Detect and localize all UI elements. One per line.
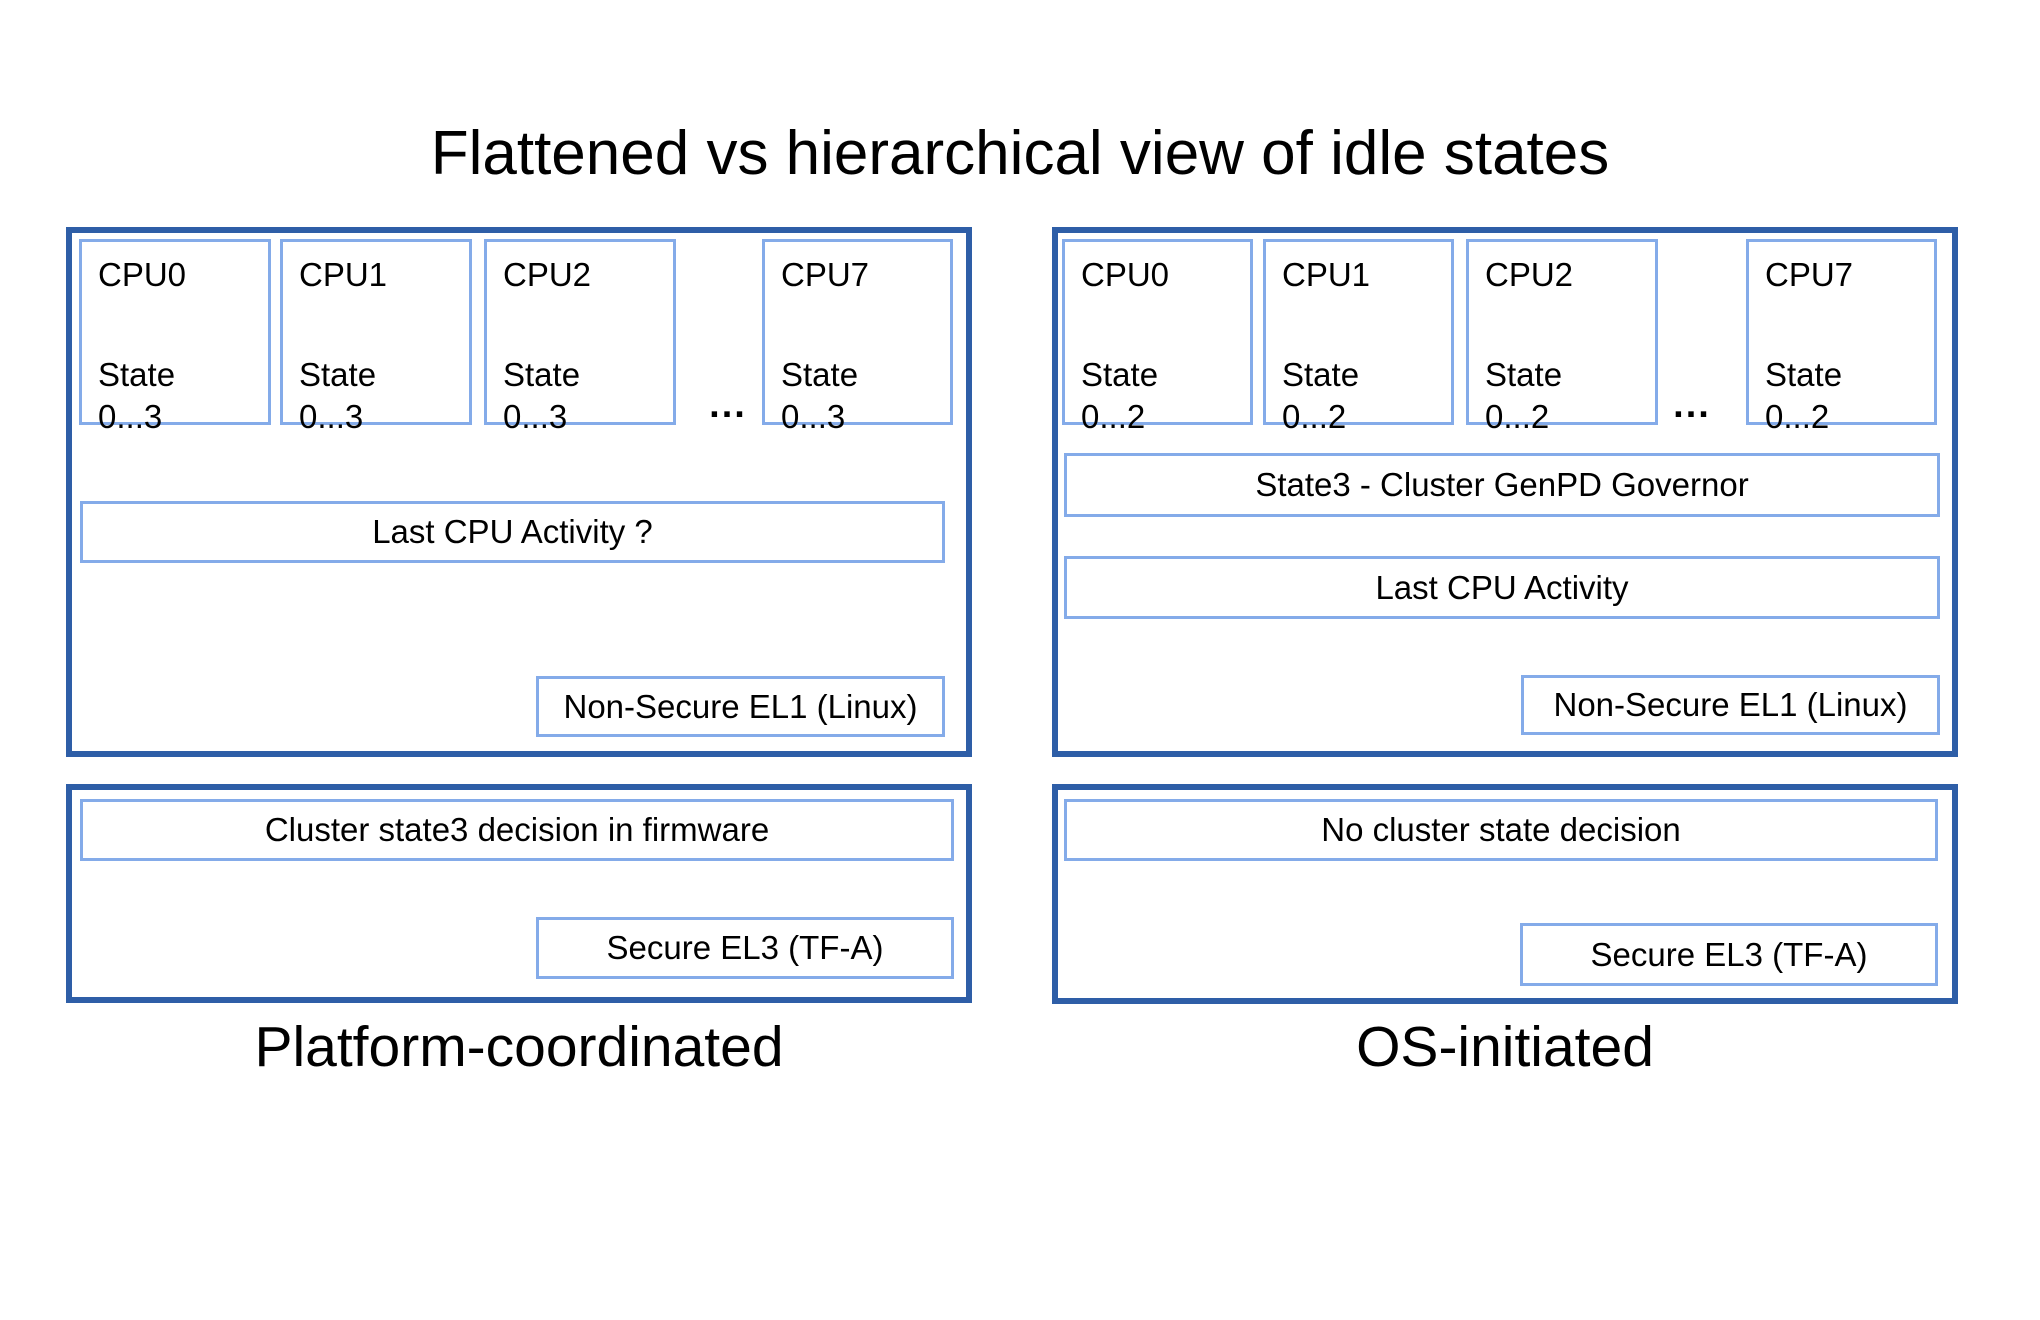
cpu-label: CPU1 — [299, 256, 388, 293]
slide-title: Flattened vs hierarchical view of idle s… — [430, 119, 1610, 188]
cpu-label: CPU1 — [1282, 256, 1371, 293]
secure-el3-box: Secure EL3 (TF-A) — [536, 917, 954, 979]
secure-el3-box: Secure EL3 (TF-A) — [1520, 923, 1938, 986]
cluster-decision-bar: Cluster state3 decision in firmware — [80, 799, 954, 861]
right-caption: OS-initiated — [1356, 1015, 1654, 1079]
genpd-governor-bar: State3 - Cluster GenPD Governor — [1064, 453, 1940, 517]
cpu-label: CPU7 — [1765, 256, 1854, 293]
nonsecure-el1-box: Non-Secure EL1 (Linux) — [1521, 675, 1940, 735]
no-cluster-decision-bar: No cluster state decision — [1064, 799, 1938, 861]
ellipsis-dots: ... — [709, 384, 747, 426]
last-cpu-activity-bar: Last CPU Activity — [1064, 556, 1940, 619]
cpu-label: CPU7 — [781, 256, 870, 293]
left-caption: Platform-coordinated — [254, 1015, 784, 1079]
cpu-label: CPU0 — [1081, 256, 1170, 293]
last-cpu-activity-bar: Last CPU Activity ? — [80, 501, 945, 563]
ellipsis-dots: ... — [1673, 384, 1711, 426]
cpu-label: CPU2 — [1485, 256, 1574, 293]
cpu-label: CPU0 — [98, 256, 187, 293]
nonsecure-el1-box: Non-Secure EL1 (Linux) — [536, 676, 945, 737]
cpu-label: CPU2 — [503, 256, 592, 293]
